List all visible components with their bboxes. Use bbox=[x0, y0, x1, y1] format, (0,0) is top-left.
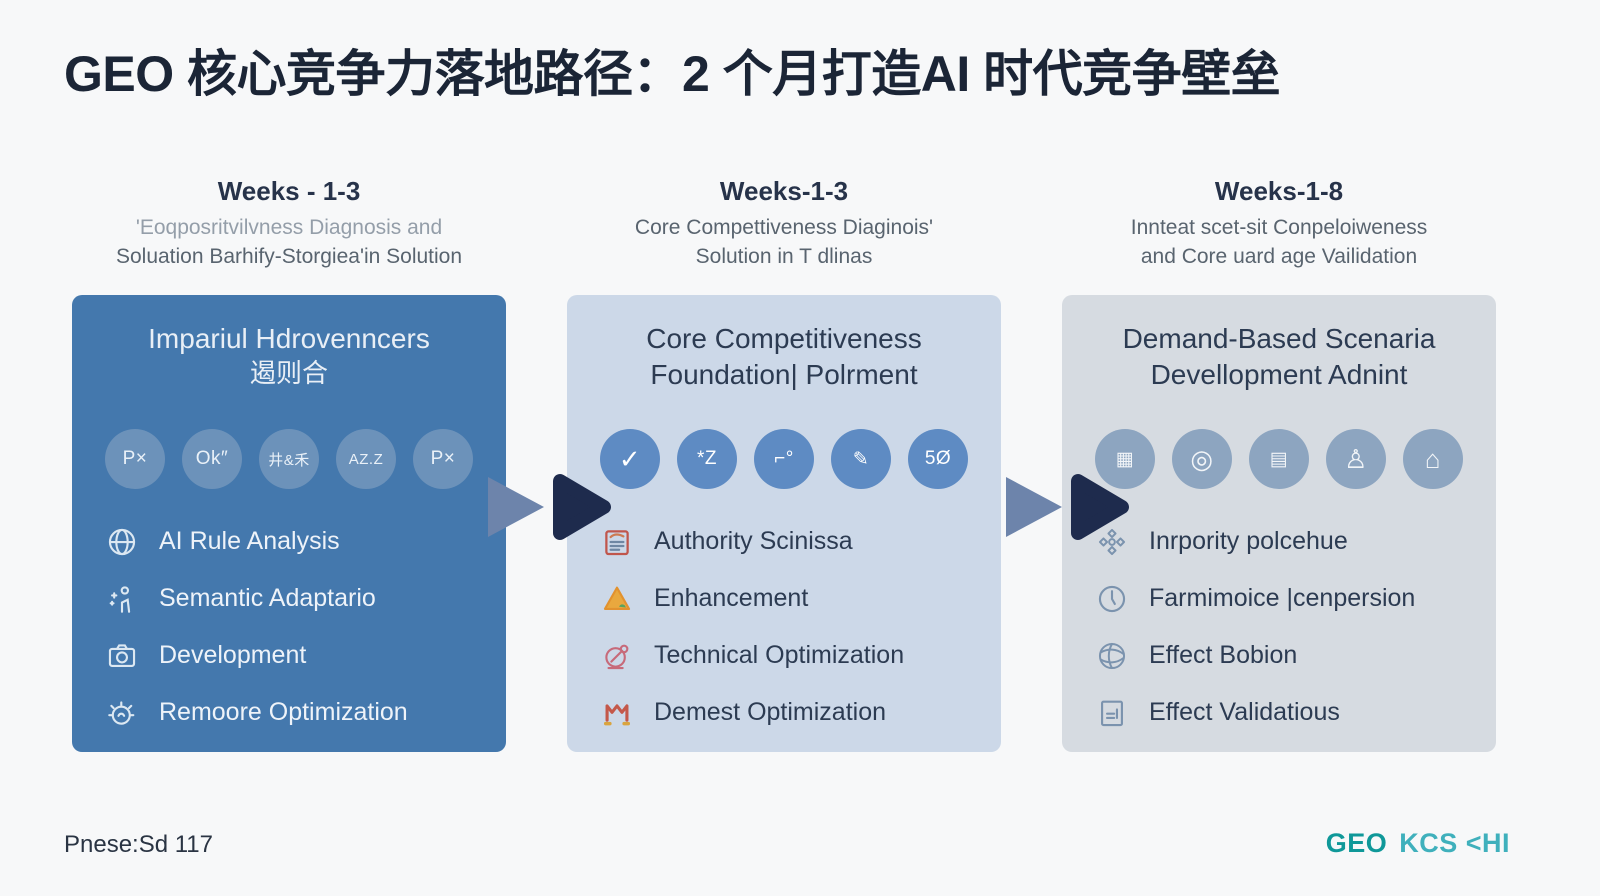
check-badge-icon: ✓ bbox=[600, 429, 660, 489]
list-item-label: Farmimoice |cenpersion bbox=[1149, 584, 1416, 612]
phase-2-card-title-line2: Foundation| Polrment bbox=[650, 359, 918, 391]
page-title: GEO 核心竞争力落地路径：2 个月打造AI 时代竞争壁垒 bbox=[64, 46, 1281, 102]
list-item-label: Technical Optimization bbox=[654, 641, 905, 669]
target-badge-icon: ◎ bbox=[1172, 429, 1232, 489]
list-item-label: Demest Optimization bbox=[654, 698, 887, 726]
magnifier-badge-icon: 5Ø bbox=[908, 429, 968, 489]
list-item: Effect Validatious bbox=[1094, 684, 1472, 741]
phase-3-card-title-line2: Devellopment Adnint bbox=[1150, 359, 1408, 391]
phase-1-header: Weeks - 1-3 'Eoqposritvilvness Diagnosis… bbox=[49, 176, 529, 272]
phase-3-card-title: Demand-Based Scenaria Devellopment Adnin… bbox=[1086, 321, 1472, 409]
list-item-label: AI Rule Analysis bbox=[159, 527, 340, 555]
phase-1-to-2-arrows bbox=[486, 471, 618, 543]
calculator-badge-icon: ▦ bbox=[1095, 429, 1155, 489]
list-item: AI Rule Analysis bbox=[104, 513, 482, 570]
az-glyph-badge-icon: AZ.Z bbox=[336, 429, 396, 489]
clipboard-icon bbox=[599, 524, 635, 560]
list-item: Development bbox=[104, 627, 482, 684]
list-item: Effect Bobion bbox=[1094, 627, 1472, 684]
phase-3-subtitle-line2: and Core uard age Vailidation bbox=[1140, 244, 1418, 268]
camera-icon bbox=[104, 638, 140, 674]
list-item: Semantic Adaptario bbox=[104, 570, 482, 627]
list-item: Remoore Optimization bbox=[104, 684, 482, 741]
brand-logo-secondary: KCS <HI bbox=[1399, 828, 1510, 858]
dark-arrow-icon bbox=[1071, 474, 1129, 540]
phase-1-card-title-line2: 遏则合 bbox=[249, 358, 328, 389]
phase-1-card: Impariul Hdrovenncers 遏则合 P× Ok″ 井&禾 AZ.… bbox=[72, 295, 506, 752]
phase-1-card-title: Impariul Hdrovenncers 遏则合 bbox=[96, 321, 482, 409]
phase-2-card-title-line1: Core Competitiveness bbox=[646, 323, 922, 354]
phase-1-subtitle-line2: Soluation Barhify-Storgiea'in Solution bbox=[115, 244, 463, 268]
pencil-badge-icon: ✎ bbox=[831, 429, 891, 489]
list-item: Technical Optimization bbox=[599, 627, 977, 684]
list-item-label: Inrpority polcehue bbox=[1149, 527, 1348, 555]
globe-mesh-icon bbox=[1094, 638, 1130, 674]
phase-2-week-label: Weeks-1-3 bbox=[719, 176, 849, 206]
list-item-label: Effect Validatious bbox=[1149, 698, 1340, 726]
list-item: Farmimoice |cenpersion bbox=[1094, 570, 1472, 627]
phase-3-subtitle-line1: Innteat scet-sit Conpeloiweness bbox=[1130, 216, 1428, 239]
phase-2-card: Core Competitiveness Foundation| Polrmen… bbox=[567, 295, 1001, 752]
list-item-label: Semantic Adaptario bbox=[159, 584, 376, 612]
phase-2-subtitle-line2: Solution in T dlinas bbox=[695, 244, 873, 268]
phase-3-week-label: Weeks-1-8 bbox=[1214, 176, 1344, 206]
building-badge-icon: ⌂ bbox=[1403, 429, 1463, 489]
sparkle-figure-icon bbox=[104, 581, 140, 617]
z-arrow-badge-icon: *Z bbox=[677, 429, 737, 489]
phase-1-subtitle-line1: 'Eoqposritvilvness Diagnosis and bbox=[135, 216, 443, 239]
warning-triangle-icon bbox=[599, 581, 635, 617]
idea-head-icon bbox=[104, 695, 140, 731]
phase-2-to-3-arrows bbox=[1004, 471, 1136, 543]
list-item-label: Authority Scinissa bbox=[654, 527, 853, 555]
footer-page-label: Pnese:Sd 117 bbox=[64, 831, 214, 858]
brand-logo: GEO KCS <HI bbox=[1326, 828, 1510, 859]
list-item-label: Effect Bobion bbox=[1149, 641, 1298, 669]
phase-3-card: Demand-Based Scenaria Devellopment Adnin… bbox=[1062, 295, 1496, 752]
cjk-glyph-badge-icon: 井&禾 bbox=[259, 429, 319, 489]
phase-3-header: Weeks-1-8 Innteat scet-sit Conpeloiwenes… bbox=[1039, 176, 1519, 272]
phase-2-list: Authority Scinissa Enhancement Technical… bbox=[591, 513, 977, 741]
phase-1-week-label: Weeks - 1-3 bbox=[217, 176, 361, 206]
cart-badge-icon: ⌐° bbox=[754, 429, 814, 489]
phase-1-badge-row: P× Ok″ 井&禾 AZ.Z P× bbox=[96, 429, 482, 489]
chart-doc-icon bbox=[1094, 695, 1130, 731]
light-arrow-icon bbox=[1006, 477, 1062, 537]
phase-1-list: AI Rule Analysis Semantic Adaptario Deve… bbox=[96, 513, 482, 741]
id-card-badge-icon: ▤ bbox=[1249, 429, 1309, 489]
p-letter-badge-icon: P× bbox=[105, 429, 165, 489]
clock-icon bbox=[1094, 581, 1130, 617]
phase-2-subtitle-line1: Core Compettiveness Diaginois' bbox=[634, 216, 934, 239]
p-letter-badge-icon: P× bbox=[413, 429, 473, 489]
phase-2-badge-row: ✓ *Z ⌐° ✎ 5Ø bbox=[591, 429, 977, 489]
list-item-label: Remoore Optimization bbox=[159, 698, 408, 726]
person-badge-icon: ♙ bbox=[1326, 429, 1386, 489]
light-arrow-icon bbox=[488, 477, 544, 537]
list-item: Demest Optimization bbox=[599, 684, 977, 741]
list-item: Enhancement bbox=[599, 570, 977, 627]
dark-arrow-icon bbox=[553, 474, 611, 540]
phase-2-card-title: Core Competitiveness Foundation| Polrmen… bbox=[591, 321, 977, 409]
list-item-label: Enhancement bbox=[654, 584, 809, 612]
gauge-icon bbox=[599, 638, 635, 674]
phase-3-badge-row: ▦ ◎ ▤ ♙ ⌂ bbox=[1086, 429, 1472, 489]
list-item: Authority Scinissa bbox=[599, 513, 977, 570]
phase-1-card-title-line1: Impariul Hdrovenncers bbox=[148, 323, 430, 354]
brand-logo-primary: GEO bbox=[1325, 828, 1388, 858]
list-item-label: Development bbox=[159, 641, 307, 669]
compass-cross-icon bbox=[1094, 524, 1130, 560]
mail-m-icon bbox=[599, 695, 635, 731]
phase-3-card-title-line1: Demand-Based Scenaria bbox=[1122, 323, 1436, 354]
o-ring-badge-icon: Ok″ bbox=[182, 429, 242, 489]
globe-icon bbox=[104, 524, 140, 560]
list-item: Inrpority polcehue bbox=[1094, 513, 1472, 570]
phase-3-list: Inrpority polcehue Farmimoice |cenpersio… bbox=[1086, 513, 1472, 741]
phase-2-header: Weeks-1-3 Core Compettiveness Diaginois'… bbox=[544, 176, 1024, 272]
